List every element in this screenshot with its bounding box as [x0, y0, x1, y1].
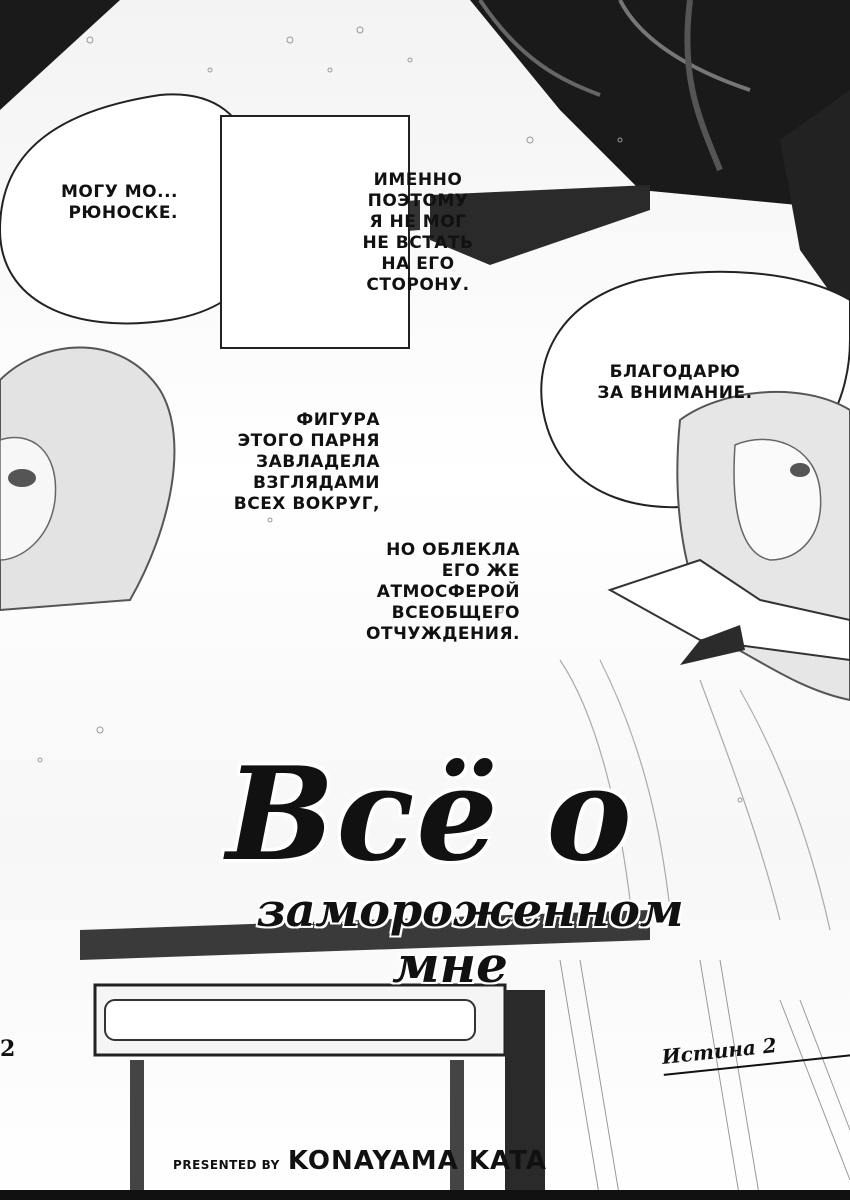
ledge-right — [430, 185, 650, 265]
girl-left-face — [0, 436, 57, 561]
narration-middle-2: НО ОБЛЕКЛА ЕГО ЖЕ АТМОСФЕРОЙ ВСЕОБЩЕГО О… — [366, 540, 520, 644]
girl-left-eye — [8, 469, 36, 487]
title-line-2: замороженном — [256, 883, 684, 937]
credit-prefix: PRESENTED BY — [173, 1158, 280, 1172]
dark-corner-top-left — [0, 0, 120, 110]
narration-middle-1: ФИГУРА ЭТОГО ПАРНЯ ЗАВЛАДЕЛА ВЗГЛЯДАМИ В… — [233, 410, 380, 514]
desk-top — [80, 910, 650, 960]
tree-branch-1 — [478, 0, 601, 97]
tree-trunk — [684, 0, 723, 172]
title-line-1: Всё о — [226, 740, 634, 890]
speech-bubble-top-left: МОГУ МО... РЮНОСКЕ. — [61, 182, 178, 223]
girl-right-eye — [790, 463, 810, 477]
bottom-strip — [0, 1190, 850, 1200]
chair-leg-right — [450, 1060, 464, 1200]
dark-beam-right — [780, 90, 850, 320]
tree-branch-2 — [618, 0, 751, 92]
chapter-left-mark: 2 — [0, 1036, 16, 1062]
desk-shadow — [505, 990, 545, 1200]
sailor-bow — [650, 620, 745, 665]
chair-back — [104, 999, 476, 1041]
uniform-lines — [559, 659, 831, 931]
legs-hatching — [559, 959, 850, 1200]
credit-author: KONAYAMA KATA — [287, 1146, 547, 1176]
title-line-3: мне — [392, 935, 508, 994]
narration-box — [220, 115, 410, 349]
speech-bubble-right: БЛАГОДАРЮ ЗА ВНИМАНИЕ. — [597, 362, 753, 403]
author-credit: PRESENTED BY KONAYAMA KATA — [170, 1146, 550, 1186]
blossom-speckles — [37, 26, 743, 803]
chair-leg-left — [130, 1060, 144, 1200]
narration-top: ИМЕННО ПОЭТОМУ Я НЕ МОГ НЕ ВСТАТЬ НА ЕГО… — [362, 170, 474, 295]
girl-left-hair — [0, 346, 176, 612]
dark-beam-top — [470, 0, 850, 210]
